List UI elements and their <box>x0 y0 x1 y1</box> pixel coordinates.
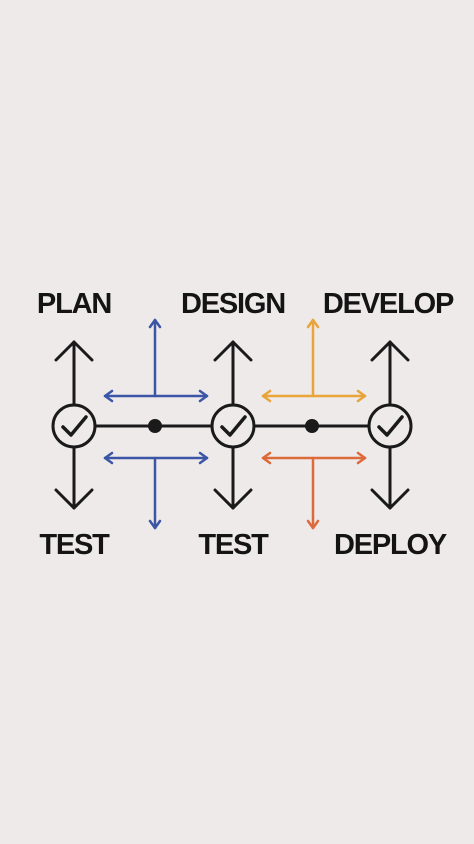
dot-icon <box>148 419 162 433</box>
blue-arrow-horizontal-top <box>103 389 209 403</box>
yellow-arrow-up <box>306 318 320 398</box>
blue-arrow-up <box>148 318 162 398</box>
label-develop: DEVELOP <box>323 288 454 320</box>
label-plan: PLAN <box>37 288 111 320</box>
label-test-middle: TEST <box>198 529 269 561</box>
check-circle-icon <box>210 403 256 449</box>
check-circle-icon <box>367 403 413 449</box>
blue-arrow-horizontal-bottom <box>103 451 209 465</box>
label-test-left: TEST <box>39 529 110 561</box>
arrow-node-right <box>370 340 410 510</box>
label-design: DESIGN <box>181 288 285 320</box>
label-deploy: DEPLOY <box>334 529 447 561</box>
check-circle-icon <box>51 403 97 449</box>
arrow-node-middle <box>213 340 253 510</box>
blue-arrow-down <box>148 456 162 530</box>
dot-icon <box>305 419 319 433</box>
yellow-arrow-horizontal <box>261 389 367 403</box>
arrow-node-left <box>54 340 94 510</box>
orange-arrow-down <box>306 456 320 530</box>
